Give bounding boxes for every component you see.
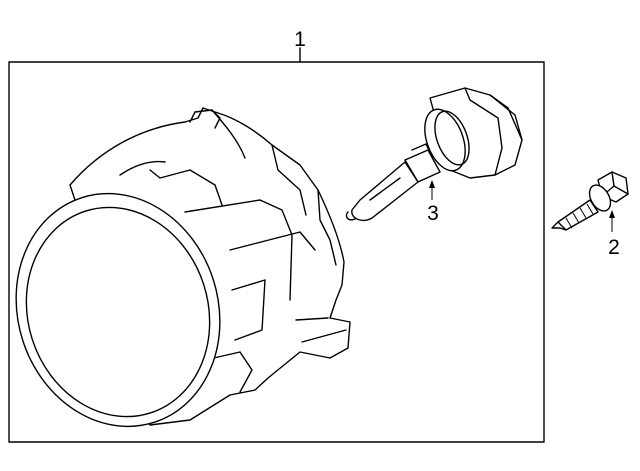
callout-2-label: 2 (608, 236, 620, 259)
callout-3-arrow (429, 180, 435, 188)
callout-1-label: 1 (294, 28, 306, 51)
assembly-frame (8, 61, 545, 443)
callout-2-arrow (609, 210, 615, 218)
lamp-bulb-icon[interactable] (345, 87, 523, 222)
callout-3-label: 3 (427, 202, 439, 225)
mounting-screw-icon[interactable] (551, 171, 629, 231)
fog-lamp-assembly-icon[interactable] (0, 107, 351, 453)
